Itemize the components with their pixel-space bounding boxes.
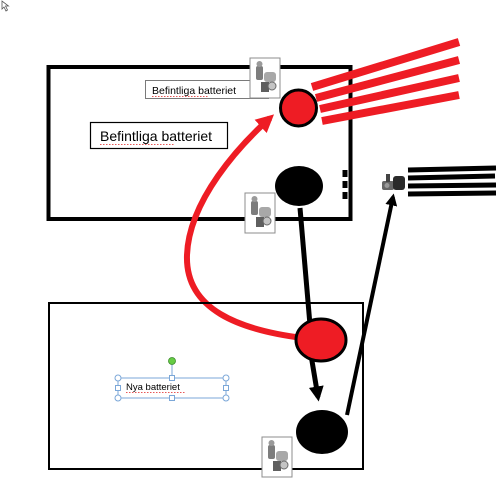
resize-handle[interactable] [114,394,122,402]
resize-handle[interactable] [115,385,121,391]
negative-cable-bundle [407,165,497,197]
existing-positive-terminal [279,88,318,128]
battery-terminal-clamp-icon [249,57,281,99]
rotation-handle[interactable] [168,357,176,365]
positive-link-arrow [183,114,304,341]
resize-handle[interactable] [169,375,175,381]
battery-terminal-clamp-icon [261,436,293,478]
new-battery-label-selection[interactable] [114,357,230,402]
new-positive-terminal [294,317,348,363]
resize-handle[interactable] [169,395,175,401]
battery-terminal-clamp-icon [244,192,276,234]
resize-handle[interactable] [114,374,122,382]
existing-negative-terminal [275,166,323,206]
resize-handle[interactable] [223,385,229,391]
resize-handle[interactable] [222,394,230,402]
resize-handle[interactable] [222,374,230,382]
negative-down-arrow-upper [297,207,313,326]
new-battery-outline [48,302,364,470]
existing-battery-outline [46,65,353,221]
existing-battery-name-label: Befintliga batteriet [152,85,236,97]
cursor-corner-icon [1,0,10,12]
existing-battery-caption-label: Befintliga batteriet [100,128,212,144]
positive-cable-bundle [310,38,461,125]
cable-lug-icon [382,174,405,190]
new-battery-name-label[interactable]: Nya batteriet [126,382,180,393]
negative-up-arrow [345,193,398,416]
new-negative-terminal [296,410,348,454]
negative-down-arrow-lower [308,354,324,402]
